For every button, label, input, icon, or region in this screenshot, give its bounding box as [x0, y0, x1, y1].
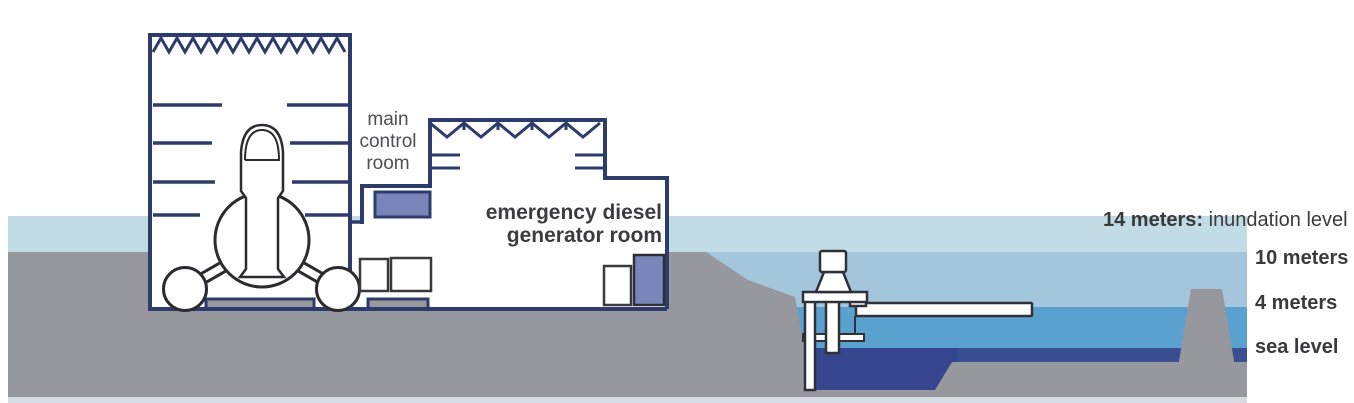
- main-control-room-label-line1: main: [367, 109, 409, 130]
- intake-pipe: [854, 301, 1034, 318]
- reactor-roof-truss-zigzag: [151, 34, 347, 56]
- shore-baseline-strip: [8, 397, 1247, 403]
- turbine-foundation-pedestal: [366, 297, 430, 309]
- main-control-room-box: [373, 190, 432, 219]
- pump-support-column: [803, 294, 817, 392]
- suppression-pool-left: [162, 266, 208, 312]
- sea-level-label: sea level: [1255, 336, 1339, 358]
- main-control-room-label-line3: room: [366, 153, 410, 174]
- seawall: [1173, 289, 1240, 397]
- inundation-level-value: 14 meters:: [1103, 209, 1204, 231]
- turbine-roof-truss: [429, 121, 601, 139]
- emergency-diesel-label-line1: emergency diesel: [485, 201, 662, 224]
- four-meters-label: 4 meters: [1255, 292, 1338, 314]
- inundation-level-text: inundation level: [1203, 209, 1348, 231]
- reactor-building: [148, 33, 352, 311]
- intake-basin-water: [801, 348, 958, 392]
- turbine-vent-lines: [432, 153, 603, 170]
- main-control-room-label: main control room: [348, 109, 428, 175]
- corridor-equipment-boxes: [358, 256, 433, 293]
- equipment-box-large: [389, 256, 433, 293]
- turbine-building: [348, 118, 669, 311]
- reactor-floor-lines: [153, 103, 348, 217]
- truss-posts: [462, 120, 568, 130]
- seawater-pump: [801, 249, 1034, 392]
- diesel-generator-box-white: [602, 264, 633, 307]
- equipment-box-small: [358, 257, 390, 293]
- pump-motor: [818, 249, 848, 274]
- suppression-pool-right: [315, 266, 361, 312]
- reactor-building-outline: [148, 33, 352, 311]
- ten-meters-label: 10 meters: [1255, 247, 1349, 269]
- emergency-diesel-label: emergency diesel generator room: [486, 201, 662, 247]
- emergency-diesel-label-line2: generator room: [506, 224, 662, 247]
- turbine-building-outline: [350, 118, 669, 311]
- vessel-dome-line: [244, 128, 281, 161]
- pump-deck: [801, 290, 869, 304]
- reactor-foundation-pedestal: [204, 297, 316, 309]
- diesel-generator-box-purple: [632, 253, 666, 307]
- pump-shaft: [824, 294, 841, 355]
- inundation-level-label: 14 meters: inundation level: [1103, 209, 1348, 232]
- main-control-room-label-line2: control: [359, 131, 417, 152]
- reactor-containment: [162, 123, 361, 312]
- reactor-pressure-vessel: [237, 123, 287, 279]
